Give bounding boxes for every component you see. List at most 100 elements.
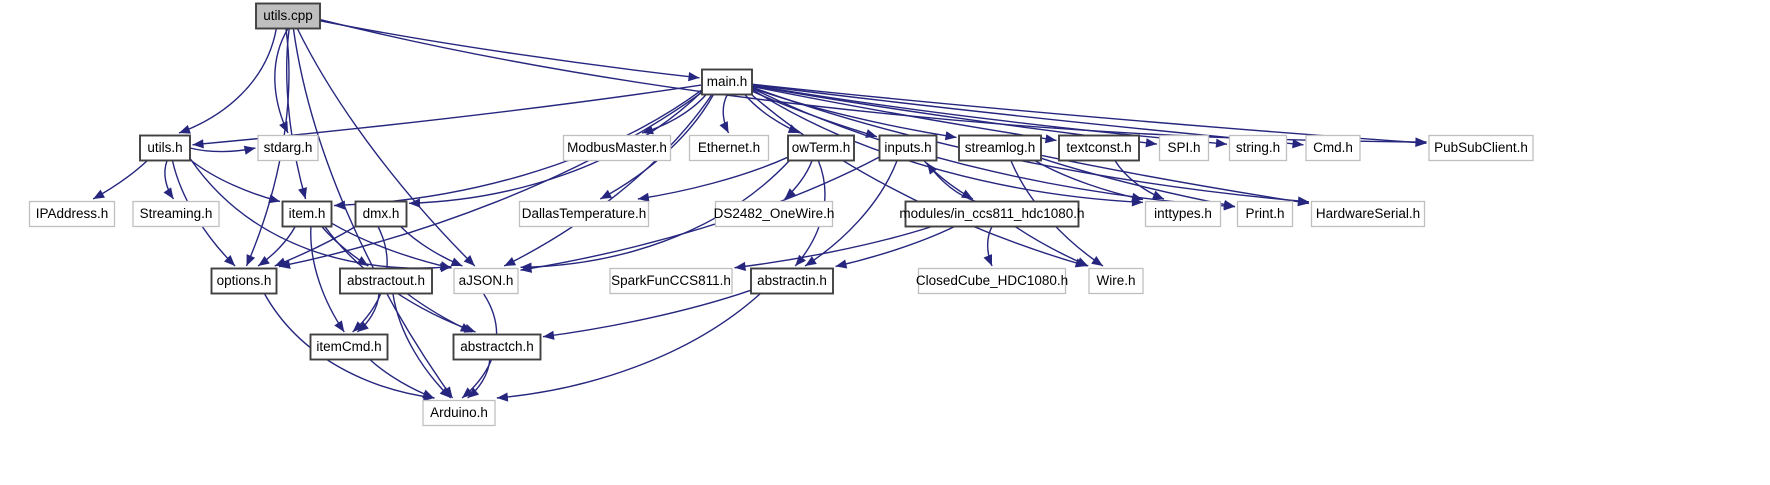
graph-node-sparkfunccs811-h[interactable]: SparkFunCCS811.h xyxy=(609,267,733,295)
dependency-edge xyxy=(292,28,454,399)
node-box[interactable] xyxy=(28,200,116,228)
node-box[interactable] xyxy=(562,134,672,162)
node-box[interactable] xyxy=(210,267,278,295)
node-label: abstractch.h xyxy=(460,339,534,354)
node-label: abstractout.h xyxy=(347,273,425,288)
node-box[interactable] xyxy=(139,134,191,162)
node-box[interactable] xyxy=(609,267,733,295)
node-box[interactable] xyxy=(1228,134,1288,162)
node-box[interactable] xyxy=(1088,267,1144,295)
graph-node-utils-h[interactable]: utils.h xyxy=(139,134,191,162)
graph-node-streaming-h[interactable]: Streaming.h xyxy=(132,200,220,228)
graph-node-ethernet-h[interactable]: Ethernet.h xyxy=(688,134,770,162)
graph-node-string-h[interactable]: string.h xyxy=(1228,134,1288,162)
node-box[interactable] xyxy=(452,333,542,361)
graph-node-abstractch-h[interactable]: abstractch.h xyxy=(452,333,542,361)
node-label: DallasTemperature.h xyxy=(522,206,647,221)
graph-node-ds2482-onewire-h[interactable]: DS2482_OneWire.h xyxy=(714,200,835,228)
dependency-edge xyxy=(804,160,898,267)
dependency-edge xyxy=(392,293,452,399)
graph-node-ipaddress-h[interactable]: IPAddress.h xyxy=(28,200,116,228)
node-label: DS2482_OneWire.h xyxy=(714,206,835,221)
node-box[interactable] xyxy=(904,200,1080,228)
graph-node-print-h[interactable]: Print.h xyxy=(1236,200,1294,228)
node-box[interactable] xyxy=(958,134,1042,162)
dependency-edge xyxy=(496,292,761,399)
dependency-edge xyxy=(178,28,278,134)
dependency-edge xyxy=(274,28,289,134)
dependency-edge xyxy=(751,88,1144,204)
node-label: Streaming.h xyxy=(140,206,213,221)
dependency-edge xyxy=(835,225,955,268)
graph-node-modules-in-ccs811-hdc1080-h[interactable]: modules/in_ccs811_hdc1080.h xyxy=(899,200,1085,228)
node-box[interactable] xyxy=(1310,200,1426,228)
node-label: Arduino.h xyxy=(430,405,488,420)
node-box[interactable] xyxy=(1158,134,1210,162)
graph-node-abstractout-h[interactable]: abstractout.h xyxy=(339,267,433,295)
graph-node-closedcube-hdc1080-h[interactable]: ClosedCube_HDC1080.h xyxy=(916,267,1068,295)
graph-node-cmd-h[interactable]: Cmd.h xyxy=(1305,134,1361,162)
node-box[interactable] xyxy=(878,134,938,162)
graph-node-owterm-h[interactable]: owTerm.h xyxy=(787,134,855,162)
node-box[interactable] xyxy=(1428,134,1534,162)
node-box[interactable] xyxy=(518,200,650,228)
node-label: aJSON.h xyxy=(459,273,514,288)
graph-node-streamlog-h[interactable]: streamlog.h xyxy=(958,134,1042,162)
graph-node-arduino-h[interactable]: Arduino.h xyxy=(422,399,496,427)
graph-node-pubsubclient-h[interactable]: PubSubClient.h xyxy=(1428,134,1534,162)
graph-node-itemcmd-h[interactable]: itemCmd.h xyxy=(309,333,389,361)
node-box[interactable] xyxy=(255,2,321,30)
graph-node-item-h[interactable]: item.h xyxy=(281,200,333,228)
node-box[interactable] xyxy=(787,134,855,162)
graph-node-stdarg-h[interactable]: stdarg.h xyxy=(257,134,319,162)
graph-node-options-h[interactable]: options.h xyxy=(210,267,278,295)
node-box[interactable] xyxy=(339,267,433,295)
node-box[interactable] xyxy=(1305,134,1361,162)
node-box[interactable] xyxy=(917,267,1067,295)
graph-node-wire-h[interactable]: Wire.h xyxy=(1088,267,1144,295)
graph-node-spi-h[interactable]: SPI.h xyxy=(1158,134,1210,162)
node-label: modules/in_ccs811_hdc1080.h xyxy=(899,206,1084,221)
node-box[interactable] xyxy=(309,333,389,361)
dependency-edge xyxy=(542,289,752,338)
node-box[interactable] xyxy=(354,200,408,228)
node-label: SparkFunCCS811.h xyxy=(611,273,731,288)
graph-node-textconst-h[interactable]: textconst.h xyxy=(1058,134,1140,162)
node-box[interactable] xyxy=(701,68,753,96)
node-label: inttypes.h xyxy=(1154,206,1212,221)
node-box[interactable] xyxy=(1058,134,1140,162)
node-label: options.h xyxy=(217,273,272,288)
node-label: main.h xyxy=(707,74,748,89)
node-box[interactable] xyxy=(422,399,496,427)
node-label: Print.h xyxy=(1245,206,1284,221)
graph-node-hardwareserial-h[interactable]: HardwareSerial.h xyxy=(1310,200,1426,228)
node-box[interactable] xyxy=(714,200,834,228)
node-label: Wire.h xyxy=(1096,273,1135,288)
graph-node-ajson-h[interactable]: aJSON.h xyxy=(453,267,519,295)
node-label: item.h xyxy=(289,206,326,221)
dependency-edge xyxy=(734,225,933,269)
node-box[interactable] xyxy=(750,267,834,295)
graph-node-abstractin-h[interactable]: abstractin.h xyxy=(750,267,834,295)
dependency-edge xyxy=(319,18,1427,143)
graph-node-modbusmaster-h[interactable]: ModbusMaster.h xyxy=(562,134,672,162)
graph-node-utils-cpp[interactable]: utils.cpp xyxy=(255,2,321,30)
node-box[interactable] xyxy=(453,267,519,295)
graph-node-inttypes-h[interactable]: inttypes.h xyxy=(1144,200,1222,228)
dependency-edge xyxy=(286,28,307,200)
graph-node-dmx-h[interactable]: dmx.h xyxy=(354,200,408,228)
graph-node-main-h[interactable]: main.h xyxy=(701,68,753,96)
node-label: dmx.h xyxy=(363,206,400,221)
node-box[interactable] xyxy=(281,200,333,228)
node-box[interactable] xyxy=(1144,200,1222,228)
graph-node-dallastemperature-h[interactable]: DallasTemperature.h xyxy=(518,200,650,228)
dependency-edge xyxy=(750,93,1087,267)
node-box[interactable] xyxy=(1236,200,1294,228)
node-box[interactable] xyxy=(132,200,220,228)
node-box[interactable] xyxy=(688,134,770,162)
node-box[interactable] xyxy=(257,134,319,162)
node-label: Ethernet.h xyxy=(698,140,760,155)
dependency-edge xyxy=(408,91,703,205)
graph-node-inputs-h[interactable]: inputs.h xyxy=(878,134,938,162)
